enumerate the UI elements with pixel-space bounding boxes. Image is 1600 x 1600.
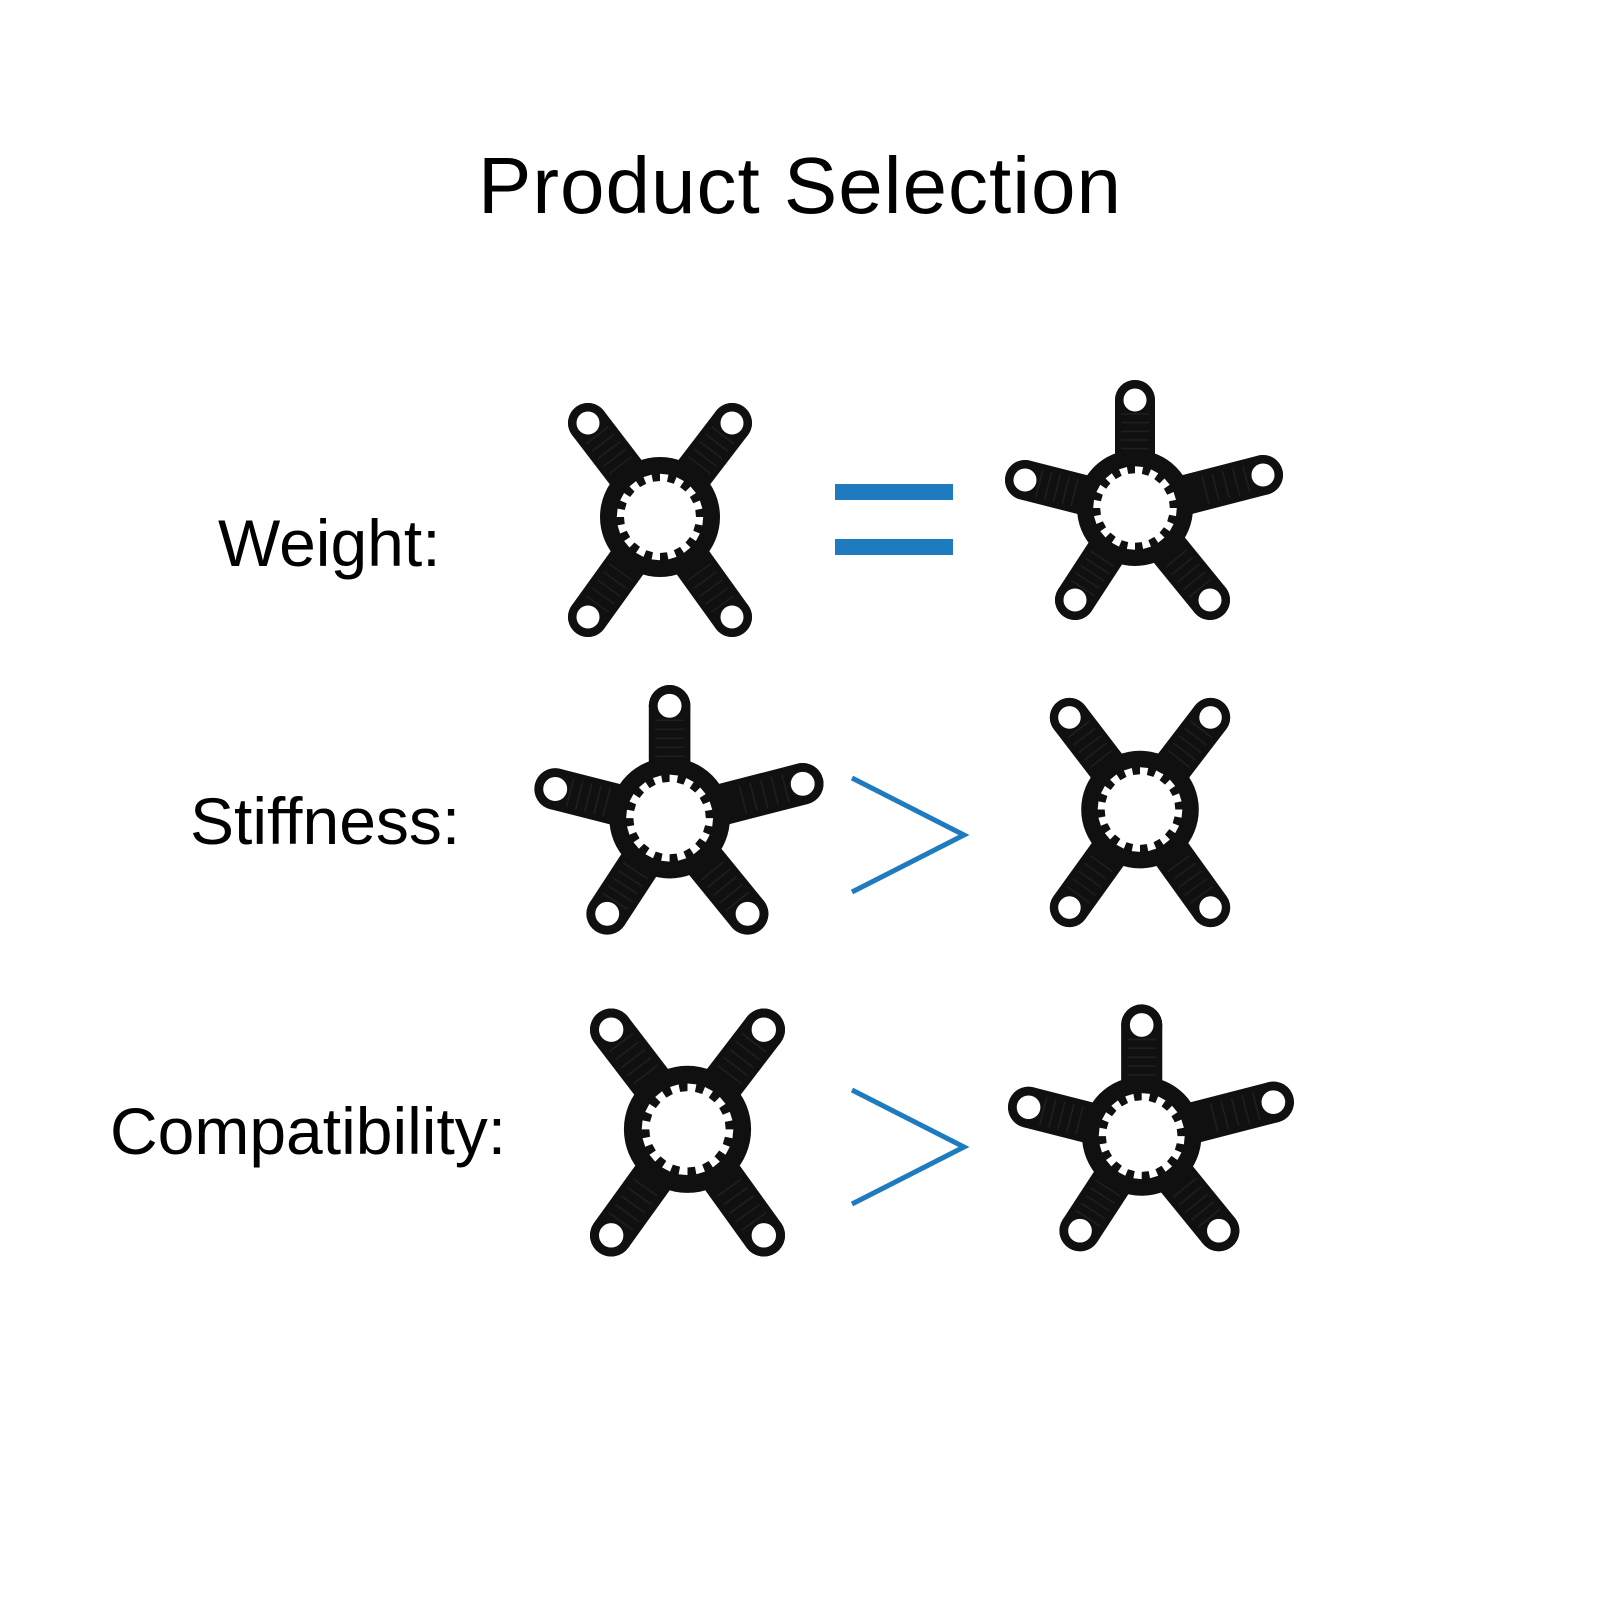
equals-icon	[835, 484, 953, 555]
spider-5-arm-icon	[1005, 380, 1283, 620]
page-title: Product Selection	[477, 141, 1123, 230]
spider-4-arm-icon	[1049, 697, 1231, 928]
spider-4-arm-icon	[568, 403, 752, 637]
row-label-weight: Weight:	[218, 506, 441, 580]
spider-4-arm-icon	[589, 1008, 786, 1257]
row-label-stiffness: Stiffness:	[190, 784, 461, 858]
row-label-compatibility: Compatibility:	[110, 1094, 507, 1168]
greater-than-icon	[850, 775, 970, 895]
spider-5-arm-icon	[1008, 1004, 1294, 1252]
greater-than-icon	[850, 1087, 970, 1207]
spider-5-arm-icon	[534, 685, 824, 935]
